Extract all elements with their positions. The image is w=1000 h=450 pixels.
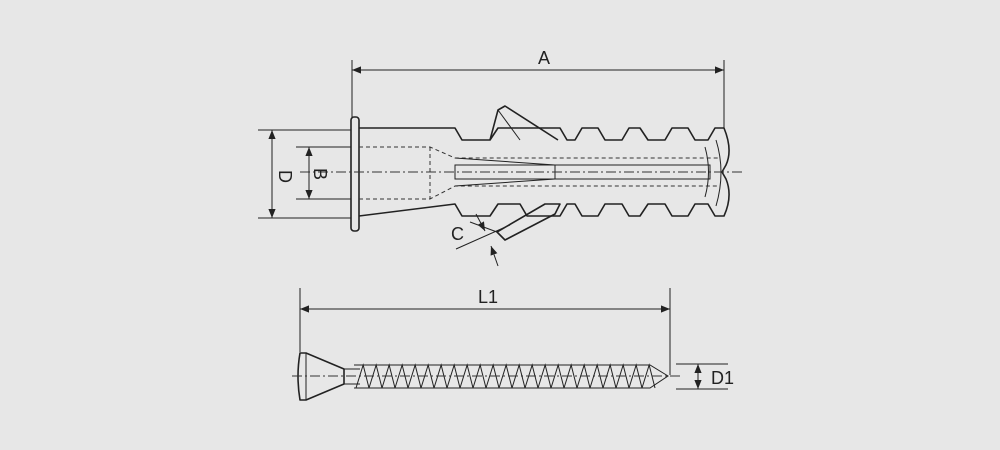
thread-crest: [485, 363, 500, 389]
thread-crest: [628, 363, 643, 389]
thread-crest: [459, 363, 474, 389]
thread-crest: [472, 363, 487, 389]
screw-head: [297, 352, 345, 401]
label-b: B: [310, 168, 330, 180]
thread-crest: [576, 363, 591, 389]
plug-upper-wing: [489, 105, 559, 141]
thread-crest: [511, 363, 526, 389]
wall-plug: [300, 105, 745, 241]
label-l1: L1: [478, 287, 498, 307]
thread-crest: [446, 363, 461, 389]
thread-crest: [550, 363, 565, 389]
plug-bore-hidden: [359, 146, 720, 159]
plug-lower-wing: [496, 203, 561, 241]
thread-crest: [563, 363, 578, 389]
thread-crest: [498, 363, 513, 389]
screw-threads: [355, 363, 656, 389]
thread-crest: [420, 363, 435, 389]
dimension-c: C: [451, 213, 511, 267]
screw: [292, 352, 680, 401]
plug-flange: [350, 116, 360, 232]
dimension-b: B: [296, 146, 351, 200]
dimension-l1: L1: [299, 287, 671, 375]
dimension-a: A: [351, 48, 725, 128]
thread-crest: [407, 363, 422, 389]
plug-body: [358, 127, 730, 217]
label-c: C: [451, 224, 464, 244]
thread-crest: [433, 363, 448, 389]
dimension-d: D: [258, 129, 351, 219]
thread-crest: [537, 363, 552, 389]
thread-crest: [381, 363, 396, 389]
thread-crest: [589, 363, 604, 389]
dimension-d1: D1: [676, 363, 734, 390]
label-d: D: [275, 170, 295, 183]
thread-crest: [355, 363, 370, 389]
label-a: A: [538, 48, 550, 68]
thread-crest: [602, 363, 617, 389]
thread-crest: [615, 363, 630, 389]
thread-crest: [394, 363, 409, 389]
label-d1: D1: [711, 368, 734, 388]
thread-crest: [641, 363, 656, 389]
thread-crest: [368, 363, 383, 389]
thread-crest: [524, 363, 539, 389]
